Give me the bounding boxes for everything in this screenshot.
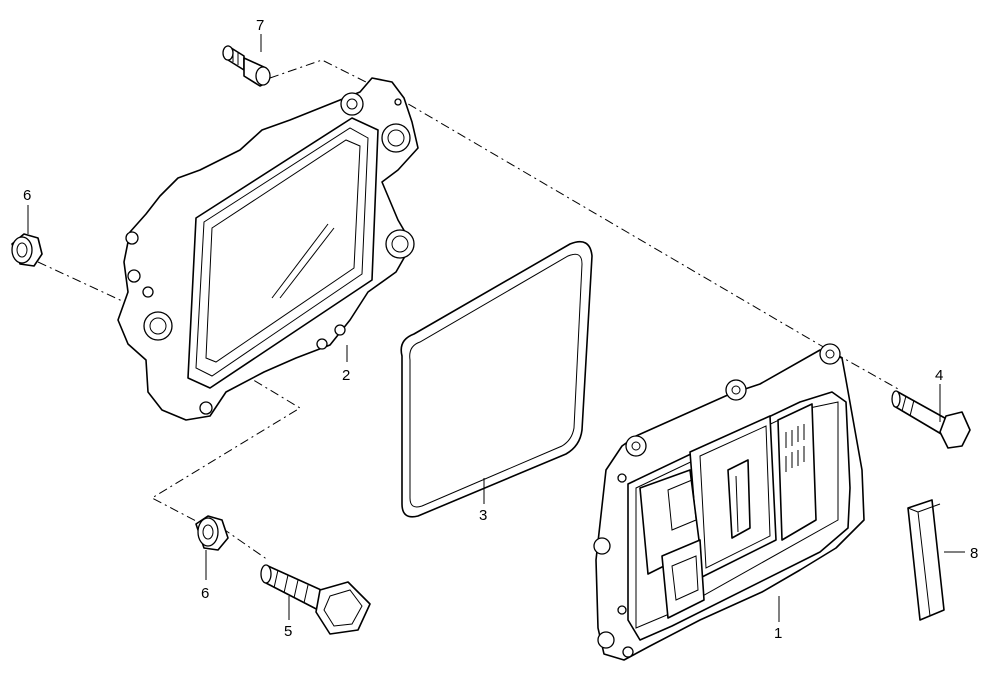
part-6-bushing-lower <box>195 515 229 551</box>
part-3-gasket <box>400 240 593 518</box>
callout-2: 2 <box>342 367 350 384</box>
part-6-bushing-upper <box>11 233 43 267</box>
part-7-stud <box>222 45 271 87</box>
part-5-bolt <box>260 564 371 635</box>
callout-6-upper: 6 <box>23 187 31 204</box>
part-8-cap <box>907 499 945 621</box>
part-4-bolt <box>891 390 971 449</box>
leader-lines <box>27 34 965 622</box>
part-2-housing <box>117 77 419 421</box>
part-1-ecu-module <box>593 343 865 661</box>
callout-8: 8 <box>970 545 978 562</box>
callout-5: 5 <box>284 623 292 640</box>
callout-1: 1 <box>774 625 782 642</box>
callout-7: 7 <box>256 17 264 34</box>
callout-4: 4 <box>935 367 943 384</box>
callout-3: 3 <box>479 507 487 524</box>
callout-6-lower: 6 <box>201 585 209 602</box>
callouts: 7 6 2 3 4 8 6 5 1 <box>23 17 978 642</box>
